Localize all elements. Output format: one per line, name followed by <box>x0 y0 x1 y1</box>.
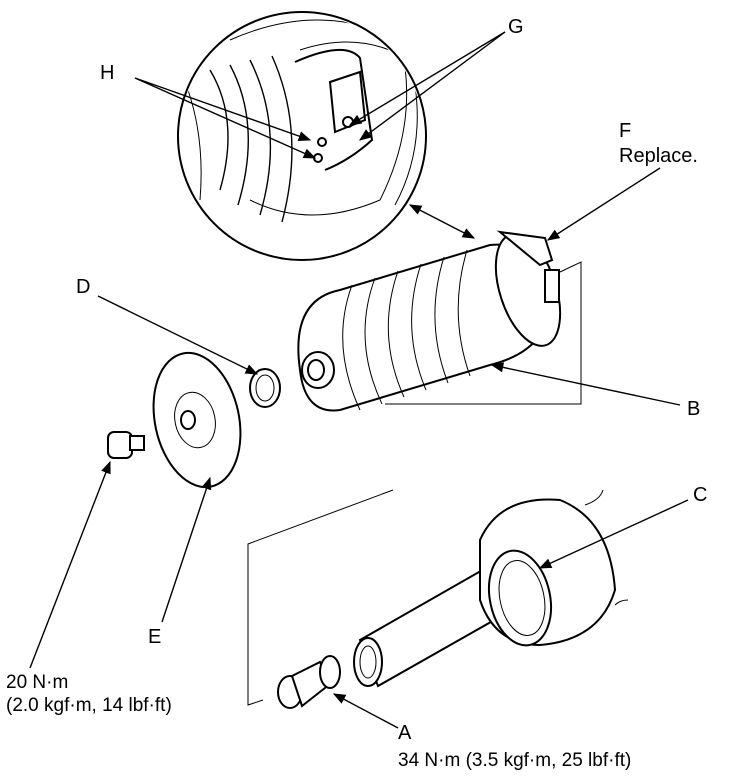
fitting-a-drawing <box>277 655 341 709</box>
bracket-upper <box>385 261 582 405</box>
label-a: A <box>398 722 412 744</box>
bolt-torque-line1: 20 N·m <box>6 672 69 693</box>
label-f: F <box>619 120 632 142</box>
label-e: E <box>148 626 162 648</box>
label-c: C <box>693 484 708 506</box>
leader-e <box>161 476 212 623</box>
cover-e <box>152 351 242 489</box>
bracket-lower <box>247 489 394 706</box>
leader-c <box>538 499 689 569</box>
bolt-drawing <box>107 431 145 459</box>
detail-magnifier <box>177 11 427 261</box>
label-g: G <box>508 16 524 38</box>
label-d: D <box>76 276 91 298</box>
bolt-torque-line2: (2.0 kgf·m, 14 lbf·ft) <box>6 695 172 716</box>
housing-c-drawing <box>353 489 629 688</box>
leader-bolt <box>29 460 111 669</box>
leader-g-2 <box>358 31 506 141</box>
label-b: B <box>687 398 701 420</box>
leader-b <box>490 362 681 406</box>
label-h: H <box>100 62 115 84</box>
leader-a <box>332 693 399 729</box>
detail-arrow <box>408 204 476 239</box>
leader-h-2 <box>134 77 317 159</box>
leader-g-1 <box>348 31 506 126</box>
leader-f <box>546 167 661 241</box>
boot-b-drawing <box>297 230 562 412</box>
leader-h-1 <box>134 77 312 141</box>
label-f-note: Replace. <box>619 145 698 167</box>
leader-d <box>97 295 259 375</box>
snap-ring-d <box>249 368 281 408</box>
fitting-torque: 34 N·m (3.5 kgf·m, 25 lbf·ft) <box>398 750 632 771</box>
